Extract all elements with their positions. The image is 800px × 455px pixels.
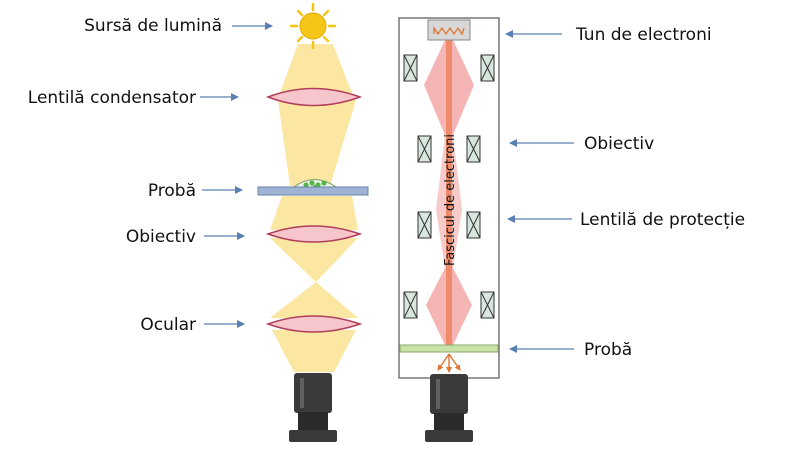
sun-icon bbox=[289, 2, 337, 50]
label-light-source: Sursă de lumină bbox=[84, 16, 222, 36]
light-objective-lens bbox=[265, 225, 363, 243]
light-microscope: Sursă de lumină Lentilă condensator Prob… bbox=[28, 2, 369, 442]
label-light-objective: Obiectiv bbox=[126, 227, 196, 247]
light-beam-objective-out bbox=[270, 238, 358, 282]
scattered-electrons bbox=[437, 353, 461, 373]
electron-sample-strip bbox=[399, 344, 499, 353]
coil-icon bbox=[403, 291, 418, 319]
coil-icon bbox=[480, 291, 495, 319]
coil-icon bbox=[417, 135, 432, 163]
electron-microscope: Fascicul de electroni Tun de electroni O… bbox=[398, 17, 745, 442]
coil-icon bbox=[417, 211, 432, 239]
light-label-arrows bbox=[200, 22, 273, 328]
label-electron-gun: Tun de electroni bbox=[575, 25, 712, 45]
ocular-lens bbox=[265, 315, 363, 333]
condenser-lens bbox=[265, 87, 363, 107]
label-light-sample: Probă bbox=[148, 181, 196, 201]
electromagnetic-coils bbox=[403, 54, 495, 319]
electron-gun-icon bbox=[427, 19, 471, 41]
label-ocular: Ocular bbox=[140, 315, 196, 335]
label-condenser-lens: Lentilă condensator bbox=[28, 88, 196, 108]
coil-icon bbox=[466, 135, 481, 163]
label-electron-beam: Fascicul de electroni bbox=[443, 134, 458, 266]
camera-icon bbox=[425, 374, 473, 442]
coil-icon bbox=[466, 211, 481, 239]
light-beam-source bbox=[280, 44, 352, 93]
label-protection-lens: Lentilă de protecție bbox=[580, 210, 745, 230]
electron-beam-axis bbox=[446, 40, 452, 345]
light-beam-ocular-out bbox=[272, 330, 356, 372]
camera-icon bbox=[289, 373, 337, 442]
light-beam-objective-in bbox=[270, 196, 358, 230]
coil-icon bbox=[480, 54, 495, 82]
light-beam-condensed bbox=[278, 100, 356, 186]
label-electron-objective: Obiectiv bbox=[584, 134, 654, 154]
light-sample bbox=[257, 179, 369, 196]
electron-label-arrows bbox=[505, 30, 574, 353]
coil-icon bbox=[403, 54, 418, 82]
label-electron-sample: Probă bbox=[584, 340, 632, 360]
light-beam-ocular-in bbox=[270, 282, 358, 318]
